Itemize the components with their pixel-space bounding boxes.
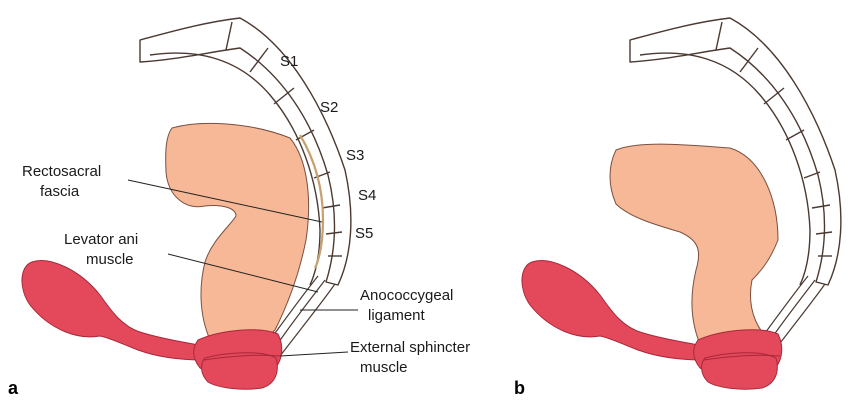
sacral-divider-4-b [786, 130, 804, 140]
rectum-a [166, 123, 309, 346]
panel-label-b: b [514, 378, 525, 398]
external-sphincter-b [694, 330, 782, 389]
vertebra-label-s2: S2 [320, 99, 338, 116]
vertebra-label-s1: S1 [280, 53, 298, 70]
vertebra-label-s4: S4 [358, 187, 376, 204]
panel-label-a: a [8, 378, 19, 398]
vertebra-label-s5: S5 [355, 225, 373, 242]
panel-b: b [514, 18, 841, 398]
panel-a: S1 S2 S3 S4 S5 Rectosacral fascia Levato… [8, 18, 470, 398]
external-sphincter-a [194, 330, 282, 389]
leader-sphincter-a [280, 352, 348, 356]
label-levator-line2: muscle [86, 251, 134, 268]
levator-ani-muscle-a [22, 261, 204, 360]
label-sphincter-line2: muscle [360, 359, 408, 376]
vertebra-label-s3: S3 [346, 147, 364, 164]
sacral-divider-4-a [296, 130, 314, 140]
sphincter-ring-2-a [202, 353, 278, 389]
label-levator-line1: Levator ani [64, 231, 138, 248]
label-rectosacral-line2: fascia [40, 183, 80, 200]
sphincter-ring-2-b [702, 353, 778, 389]
label-sphincter-line1: External sphincter [350, 339, 470, 356]
label-rectosacral-line1: Rectosacral [22, 163, 101, 180]
label-anococcygeal-line2: ligament [368, 307, 426, 324]
rectum-b [610, 144, 778, 346]
levator-ani-muscle-b [522, 261, 704, 360]
label-anococcygeal-line1: Anococcygeal [360, 287, 453, 304]
